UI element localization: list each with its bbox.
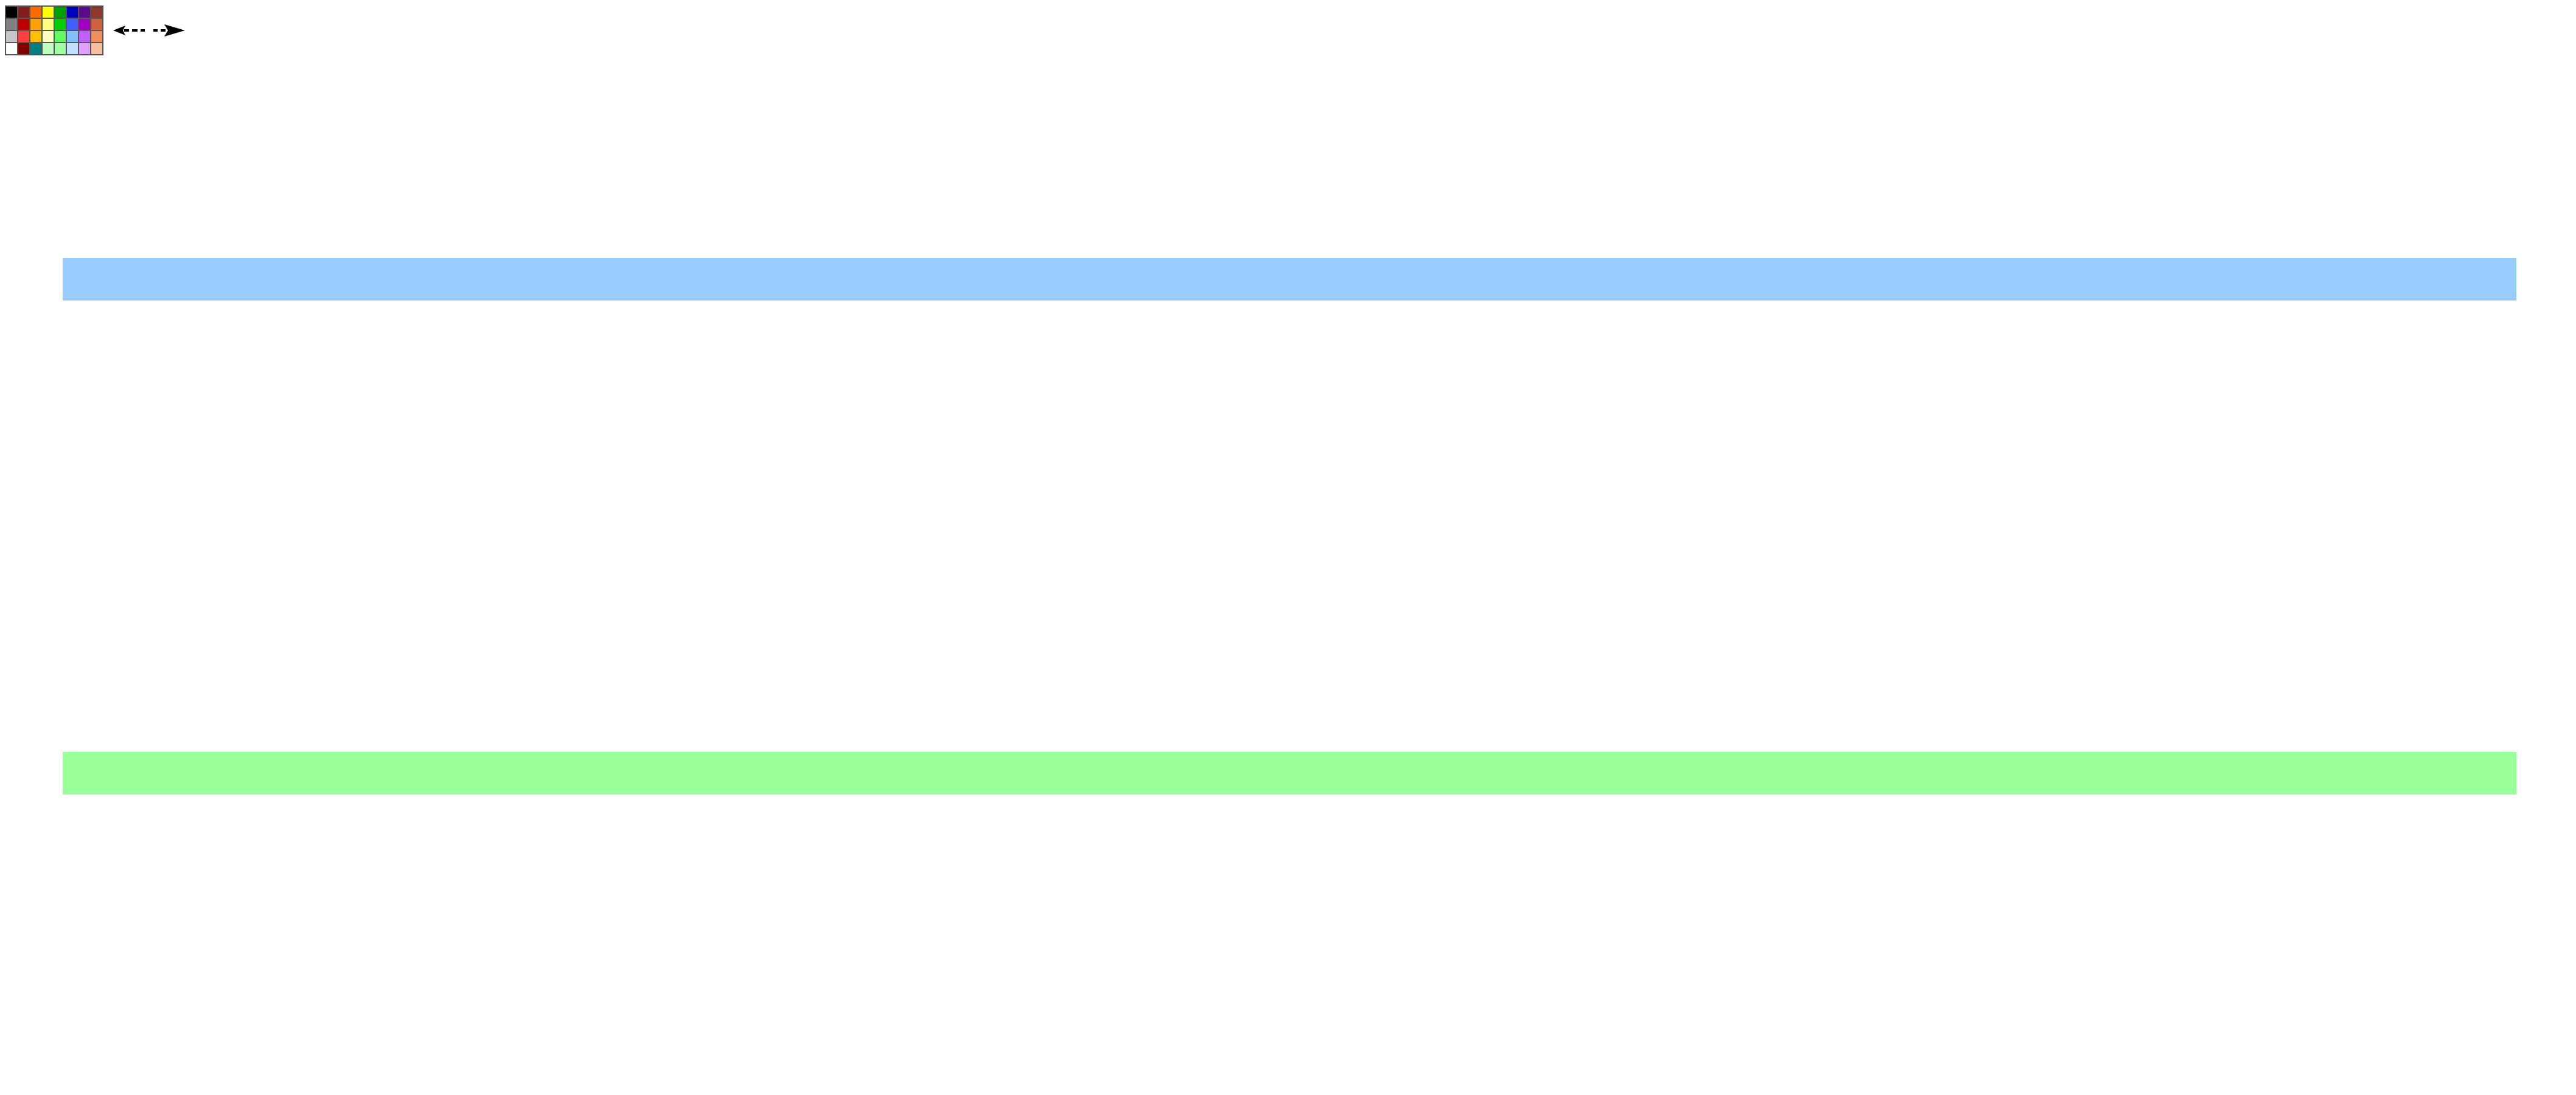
color-swatch[interactable] (79, 43, 91, 55)
color-swatch[interactable] (18, 6, 30, 18)
toolbar (5, 5, 186, 56)
color-swatch[interactable] (30, 43, 42, 55)
color-swatch[interactable] (91, 43, 103, 55)
arrow-left-button[interactable] (112, 19, 146, 41)
color-swatch[interactable] (30, 18, 42, 30)
color-swatch[interactable] (91, 30, 103, 43)
color-swatch[interactable] (42, 30, 54, 43)
arrow-right-button[interactable] (152, 19, 186, 41)
color-swatch[interactable] (79, 6, 91, 18)
color-swatch[interactable] (5, 43, 18, 55)
color-swatch[interactable] (5, 18, 18, 30)
dashed-arrow-right-icon (153, 24, 185, 36)
color-swatch[interactable] (66, 6, 79, 18)
color-swatch[interactable] (54, 30, 66, 43)
color-swatch[interactable] (91, 18, 103, 30)
color-swatch[interactable] (18, 30, 30, 43)
blue-band (63, 258, 2516, 301)
color-swatch[interactable] (79, 18, 91, 30)
color-swatch[interactable] (54, 18, 66, 30)
color-swatch[interactable] (18, 43, 30, 55)
color-swatch[interactable] (66, 30, 79, 43)
color-swatch[interactable] (42, 43, 54, 55)
color-swatch[interactable] (42, 6, 54, 18)
color-swatch[interactable] (54, 43, 66, 55)
color-swatch[interactable] (91, 6, 103, 18)
color-swatch[interactable] (18, 18, 30, 30)
color-swatch[interactable] (5, 30, 18, 43)
color-swatch[interactable] (66, 18, 79, 30)
color-swatch[interactable] (66, 43, 79, 55)
green-band (63, 752, 2516, 794)
color-swatch[interactable] (42, 18, 54, 30)
color-swatch[interactable] (54, 6, 66, 18)
color-palette (5, 5, 103, 55)
color-swatch[interactable] (30, 6, 42, 18)
color-swatch[interactable] (5, 6, 18, 18)
color-swatch[interactable] (30, 30, 42, 43)
dashed-arrow-left-icon (113, 26, 145, 35)
color-swatch[interactable] (79, 30, 91, 43)
